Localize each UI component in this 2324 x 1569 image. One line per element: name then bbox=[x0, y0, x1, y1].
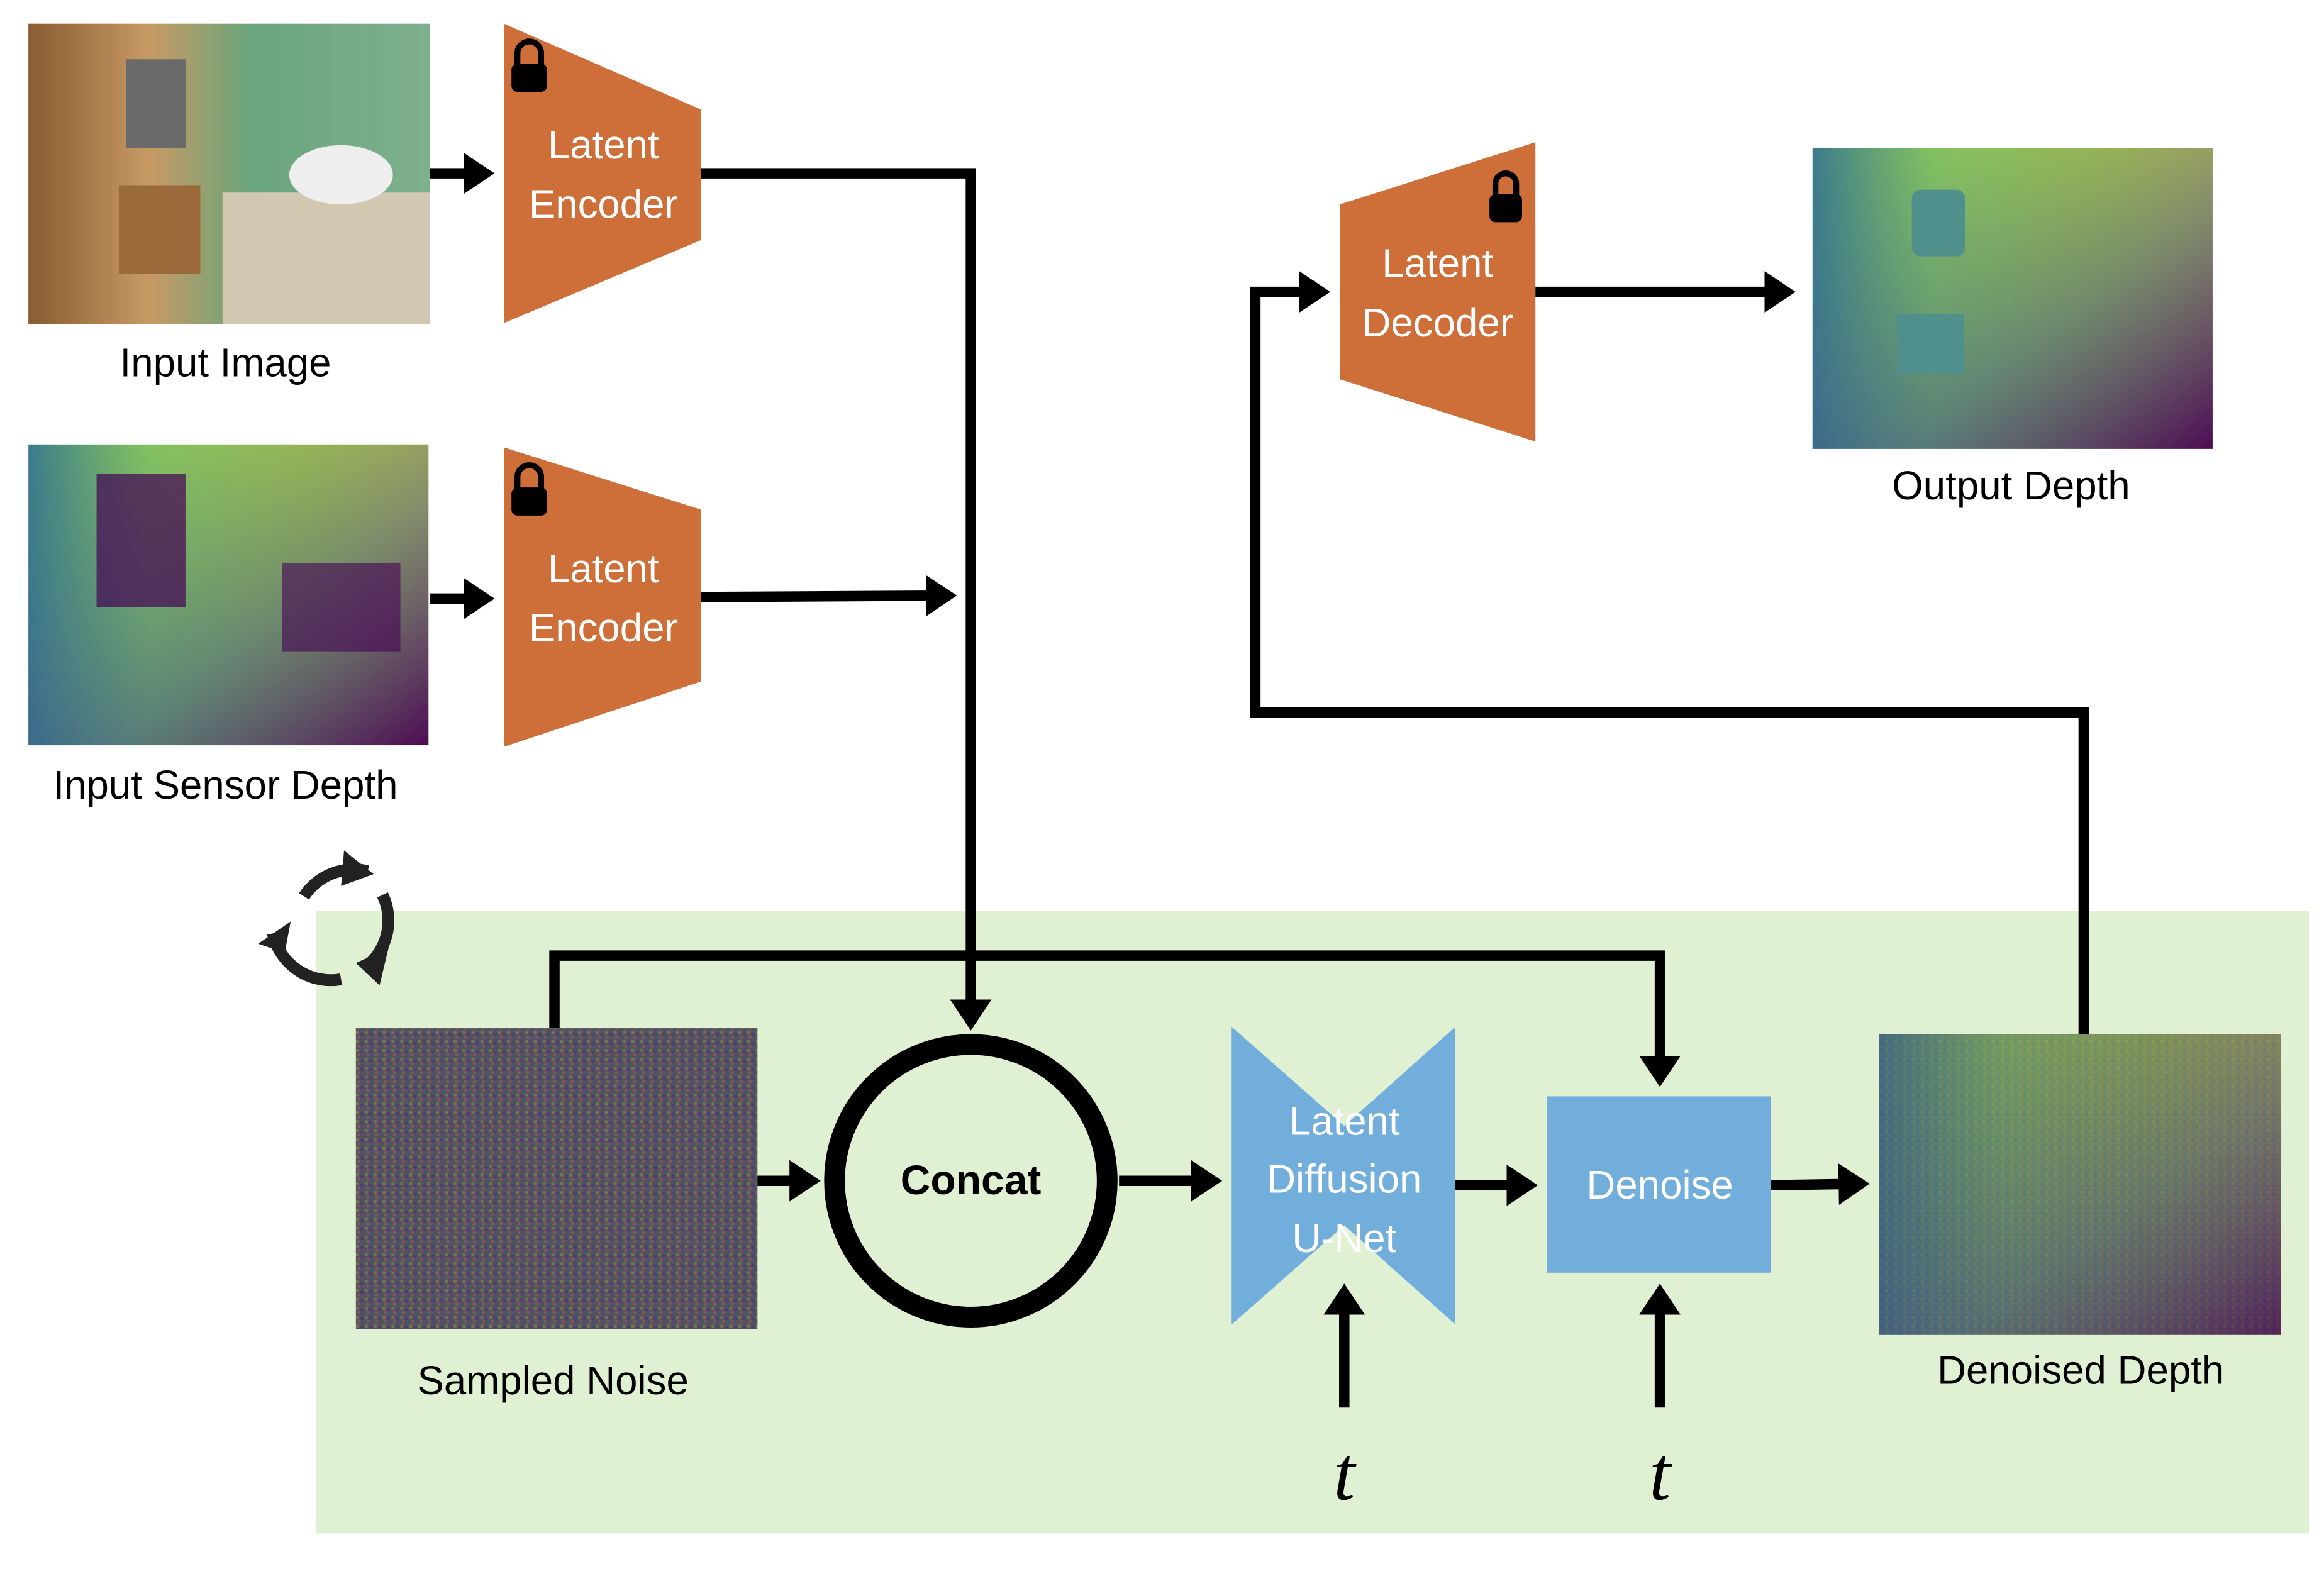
lock-icon bbox=[511, 38, 547, 92]
concat-node bbox=[824, 1034, 1118, 1328]
latent-encoder-1: Latent Encoder bbox=[504, 23, 701, 323]
input-image bbox=[28, 23, 430, 324]
lock-icon bbox=[1489, 170, 1523, 223]
concat-label: Concat bbox=[901, 1156, 1042, 1203]
svg-text:Encoder: Encoder bbox=[529, 606, 678, 650]
latent-decoder: Latent Decoder bbox=[1340, 142, 1536, 442]
sampled-noise-label: Sampled Noise bbox=[418, 1358, 689, 1403]
input-image-label: Input Image bbox=[120, 340, 331, 385]
arrow-encoder1-to-concat bbox=[701, 168, 992, 1031]
arrow-denoised-to-decoder bbox=[1250, 271, 2089, 1034]
arrow-noise-skip-to-denoise bbox=[549, 950, 1681, 1087]
latent-diffusion-unet: Latent Diffusion U-Net bbox=[1231, 1026, 1455, 1325]
arrows bbox=[430, 152, 2089, 1408]
arrow-encoder2-to-merge bbox=[701, 575, 957, 617]
svg-text:Diffusion: Diffusion bbox=[1267, 1157, 1421, 1202]
svg-text:Latent: Latent bbox=[548, 546, 659, 591]
lock-icon bbox=[511, 462, 547, 516]
output-depth-image bbox=[1812, 148, 2213, 449]
svg-text:Encoder: Encoder bbox=[529, 182, 678, 226]
svg-text:Latent: Latent bbox=[1289, 1099, 1400, 1144]
timestep-label-unet: t bbox=[1333, 1431, 1357, 1516]
denoised-depth-label: Denoised Depth bbox=[1937, 1348, 2224, 1393]
output-depth-label: Output Depth bbox=[1892, 463, 2130, 508]
svg-text:U-Net: U-Net bbox=[1292, 1216, 1396, 1261]
svg-text:Latent: Latent bbox=[1382, 241, 1493, 286]
latent-encoder-2: Latent Encoder bbox=[504, 447, 701, 747]
svg-text:Latent: Latent bbox=[548, 123, 659, 167]
sampled-noise-image bbox=[355, 1028, 758, 1329]
arrow-denoise-to-output bbox=[1771, 1163, 1870, 1206]
svg-text:Decoder: Decoder bbox=[1362, 301, 1513, 345]
denoise-block bbox=[1547, 1096, 1771, 1273]
input-sensor-depth-image bbox=[28, 444, 429, 746]
input-sensor-depth-label: Input Sensor Depth bbox=[53, 763, 398, 807]
timestep-label-denoise: t bbox=[1649, 1431, 1672, 1516]
denoised-depth-image bbox=[1879, 1034, 2281, 1335]
denoise-label: Denoise bbox=[1586, 1163, 1733, 1207]
